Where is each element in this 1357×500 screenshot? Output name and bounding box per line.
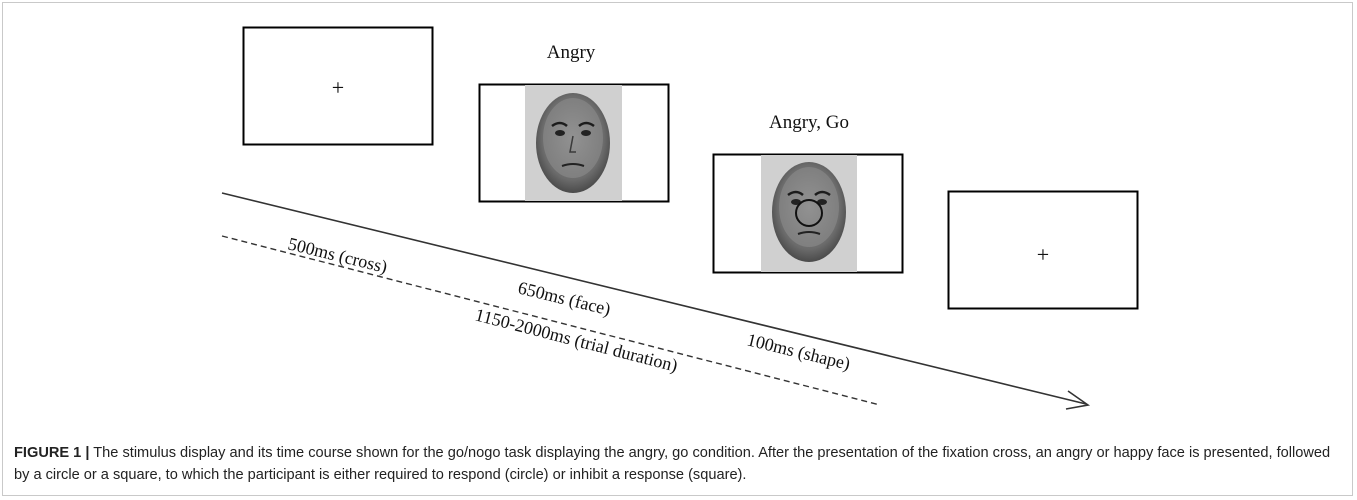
- face-panel-label: Angry: [547, 42, 596, 63]
- fixation-cross: +: [332, 75, 344, 100]
- label-shape-duration: 100ms (shape): [745, 329, 852, 374]
- caption-text: The stimulus display and its time course…: [14, 445, 1331, 483]
- face-shape-panel-label: Angry, Go: [769, 112, 849, 133]
- face-image: [525, 85, 622, 201]
- fixation-box: [242, 26, 434, 146]
- fixation-box-2: [947, 190, 1139, 310]
- caption-separator: |: [85, 445, 90, 461]
- timeline-arrow: [221, 192, 1091, 410]
- fixation-panel-2: +: [947, 190, 1139, 310]
- face-shape-panel: Angry, Go: [712, 112, 904, 274]
- trial-duration-line: [221, 235, 881, 406]
- label-cross-duration: 500ms (cross): [286, 233, 390, 277]
- face-shape-image: [761, 155, 857, 272]
- go-circle-shape: [795, 199, 823, 227]
- fixation-panel-1: +: [242, 26, 434, 146]
- fixation-cross-2: +: [1037, 242, 1049, 267]
- arrow-head: [1065, 390, 1091, 410]
- face-panel: Angry: [478, 42, 670, 203]
- figure-caption: FIGURE 1 | The stimulus display and its …: [14, 442, 1339, 486]
- stimulus-diagram: + Angry Angry, Go: [221, 26, 1139, 410]
- label-face-duration: 650ms (face): [516, 277, 613, 320]
- caption-label: FIGURE 1: [14, 445, 82, 461]
- label-trial-duration: 1150-2000ms (trial duration): [473, 305, 680, 377]
